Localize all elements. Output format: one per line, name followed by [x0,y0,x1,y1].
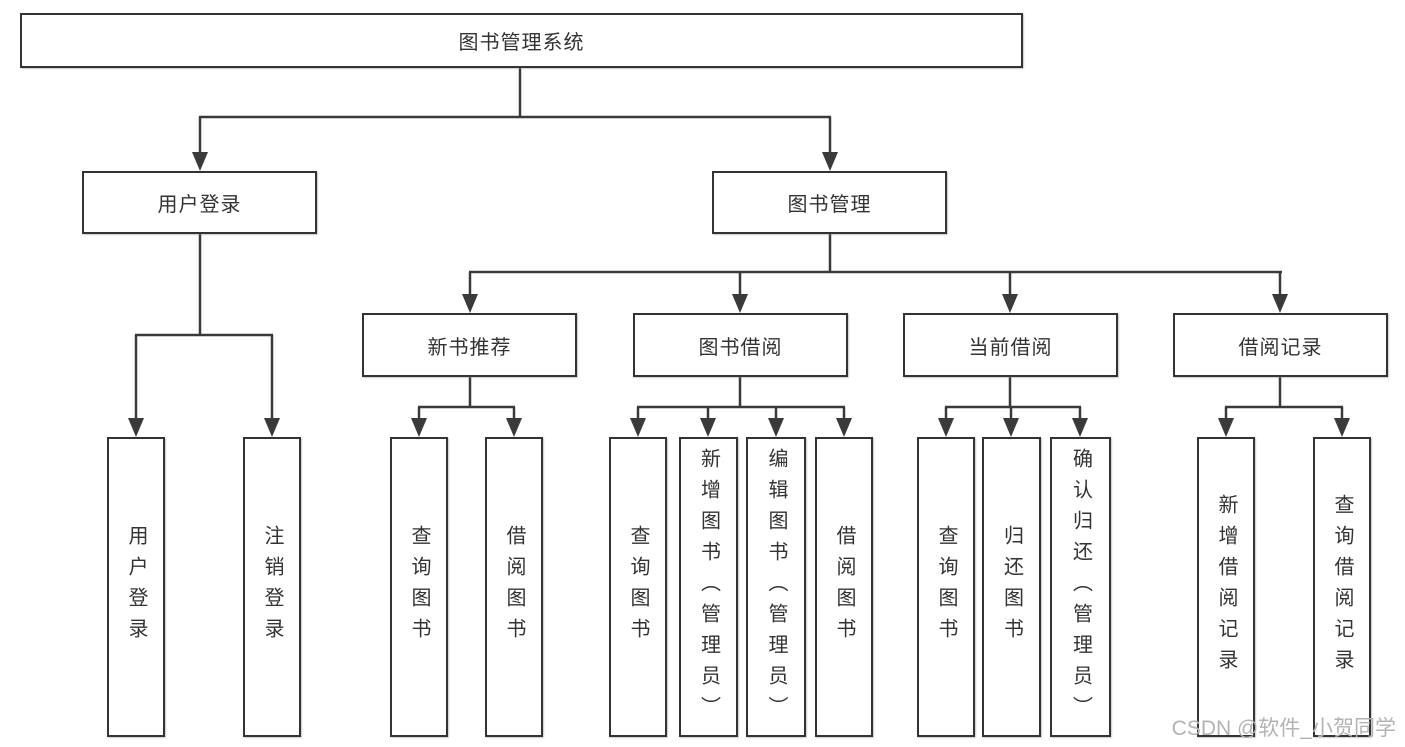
node-new-book-recommendation: 新书推荐 [362,313,577,377]
node-label: 借阅记录 [1238,336,1323,359]
leaf-rec-borrow-books: 借阅图书 [485,437,543,737]
leaf-bor-query-books: 查询图书 [609,437,667,737]
leaf-bor-borrow-books: 借阅图书 [815,437,873,737]
leaf-label: 查询图书 [408,525,430,649]
leaf-label: 查询图书 [935,525,957,649]
node-label: 图书管理系统 [458,32,585,54]
leaf-bor-edit-books-admin: 编辑图书（管理员） [746,437,806,737]
leaf-rcd-query-record: 查询借阅记录 [1313,437,1371,737]
leaf-label: 编辑图书（管理员） [765,447,787,727]
csdn-watermark: CSDN @软件_小贺同学 [1171,717,1396,740]
node-label: 图书借阅 [698,336,783,359]
node-current-borrowing: 当前借阅 [903,313,1118,377]
leaf-label: 借阅图书 [833,525,855,649]
leaf-label: 用户登录 [125,525,147,649]
node-label: 新书推荐 [427,336,512,359]
leaf-label: 归还图书 [1000,525,1023,649]
leaf-user-login: 用户登录 [107,437,165,737]
node-book-borrowing: 图书借阅 [633,313,848,377]
node-book-management: 图书管理 [712,171,947,234]
branch-book-mgmt [462,234,1288,313]
branch-new-book-rec [411,377,522,437]
branch-borrow-records [1218,377,1350,437]
leaf-cur-return-books: 归还图书 [982,437,1041,737]
node-label: 当前借阅 [968,336,1053,359]
leaf-label: 查询图书 [627,525,649,649]
branch-root [192,68,838,171]
branch-current-borrow [938,377,1088,437]
leaf-label: 新增借阅记录 [1215,494,1237,680]
leaf-logout: 注销登录 [243,437,301,737]
leaf-bor-add-books-admin: 新增图书（管理员） [679,437,738,737]
leaf-rec-query-books: 查询图书 [390,437,448,737]
leaf-label: 新增图书（管理员） [697,447,720,727]
node-user-login: 用户登录 [82,171,317,234]
leaf-label: 注销登录 [261,525,283,649]
leaf-label: 确认归还（管理员） [1069,447,1092,727]
leaf-label: 查询借阅记录 [1331,494,1353,680]
branch-user-login [128,234,280,437]
leaf-cur-query-books: 查询图书 [917,437,975,737]
node-label: 图书管理 [787,194,872,216]
node-borrowing-records: 借阅记录 [1173,313,1388,377]
leaf-cur-confirm-return-admin: 确认归还（管理员） [1050,437,1111,737]
branch-book-borrow [630,377,852,437]
node-book-management-system: 图书管理系统 [20,13,1023,68]
leaf-label: 借阅图书 [503,525,525,649]
node-label: 用户登录 [157,194,242,216]
leaf-rcd-add-record: 新增借阅记录 [1197,437,1255,737]
